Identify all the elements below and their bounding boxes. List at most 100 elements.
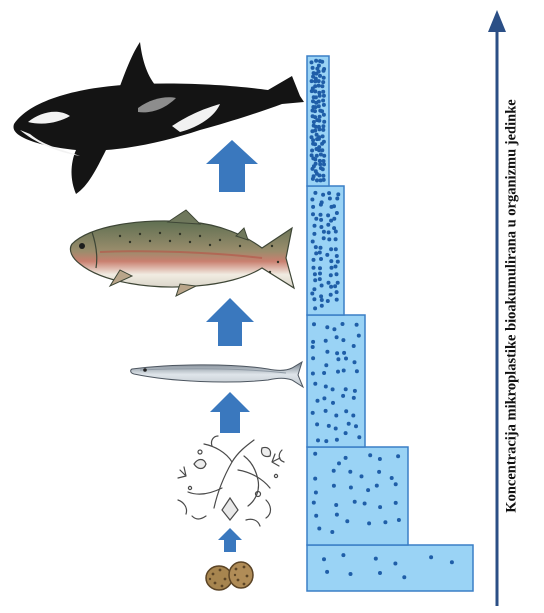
microplastic-particle: [320, 109, 325, 114]
microplastic-particle: [331, 468, 336, 473]
microplastic-particle: [322, 162, 326, 167]
microplastic-particle: [337, 461, 341, 466]
microplastic-particle: [318, 266, 322, 271]
microplastic-particle: [329, 265, 334, 270]
microplastic-particle: [351, 413, 356, 418]
microplastic-particle: [321, 177, 326, 182]
microplastic-particle: [313, 84, 318, 89]
microplastic-particle: [322, 396, 327, 401]
microplastic-particle: [316, 63, 321, 68]
microplastic-particle: [321, 102, 326, 107]
microplastic-particle: [341, 368, 346, 373]
microplastic-particle: [318, 73, 322, 78]
microplastic-particle: [313, 105, 318, 110]
microplastic-particle: [329, 259, 334, 264]
microplastic-particle: [368, 453, 373, 458]
microplastic-particle: [351, 395, 356, 400]
microplastic-particle: [374, 483, 379, 488]
microplastic-particle: [317, 114, 322, 119]
microplastic-particle: [332, 216, 337, 221]
microplastic-particle: [311, 204, 316, 209]
microplastic-particle: [311, 120, 316, 124]
microplastic-particle: [321, 173, 326, 178]
microplastic-particle: [318, 162, 323, 167]
microplastic-particle: [344, 409, 349, 414]
microplastic-particle: [315, 422, 320, 427]
microplastic-particle: [324, 363, 329, 368]
microplastic-particle: [321, 80, 326, 85]
microplastic-particle: [320, 141, 325, 146]
microplastic-particle: [352, 388, 357, 393]
microplastic-particle: [311, 138, 316, 143]
microplastic-particle: [312, 223, 317, 228]
microplastic-particle: [366, 488, 371, 493]
microplastic-particle: [313, 381, 318, 386]
microplastic-particle: [315, 398, 320, 403]
microplastic-particle: [318, 202, 323, 207]
microplastic-particle: [331, 400, 335, 405]
microplastic-particle: [311, 500, 316, 505]
microplastic-particle: [311, 257, 316, 262]
microplastic-particle: [329, 247, 334, 252]
microplastic-particle: [321, 112, 326, 117]
microplastic-particle: [330, 387, 335, 392]
microplastic-particle: [313, 142, 318, 147]
microplastic-particle: [343, 387, 348, 392]
microplastic-particle: [328, 273, 333, 278]
small-fish-illustration: [130, 360, 305, 389]
microplastic-particle: [334, 413, 339, 418]
microplastic-particle: [378, 505, 383, 510]
microplastic-particle: [318, 152, 323, 157]
microplastic-particle: [333, 247, 338, 252]
microplastic-particle: [328, 292, 333, 297]
microplastic-particle: [316, 79, 321, 84]
microplastic-particle: [321, 229, 326, 234]
microplastic-particle: [354, 322, 359, 327]
microplastic-particle: [377, 457, 382, 461]
microplastic-particle: [316, 99, 321, 104]
microplastic-particle: [313, 128, 318, 133]
microplastic-particle: [332, 204, 336, 209]
microplastic-particle: [340, 322, 345, 326]
zooplankton-illustration: [177, 435, 285, 527]
microplastic-particle: [313, 278, 318, 283]
microplastic-particle: [321, 159, 326, 163]
microplastic-particle: [310, 65, 315, 70]
microplastic-particle: [319, 225, 324, 229]
microplastic-particle: [334, 254, 339, 258]
microplastic-particle: [335, 196, 340, 201]
microplastic-particle: [322, 119, 327, 124]
microplastic-particle: [348, 485, 353, 490]
microplastic-particle: [325, 349, 330, 354]
microplastic-particle: [334, 297, 339, 302]
microplastic-particle: [348, 469, 353, 474]
microplastic-particle: [316, 69, 321, 74]
microplastic-particle: [351, 344, 356, 348]
microplastic-particle: [352, 499, 357, 504]
microplastic-particle: [321, 68, 326, 73]
microplastic-particle: [333, 229, 338, 234]
microplastic-particle: [343, 455, 348, 460]
microplastic-particle: [396, 454, 401, 459]
microplastic-particle: [326, 230, 331, 235]
microplastic-particle: [318, 245, 323, 250]
microplastic-particle: [317, 118, 322, 123]
microplastic-particle: [315, 178, 319, 183]
microplastic-particle: [314, 251, 319, 256]
concentration-bars: [306, 55, 474, 592]
microplastic-particle: [325, 325, 330, 330]
microplastic-particle: [393, 500, 398, 505]
microplastic-particle: [313, 89, 318, 94]
microplastic-particle: [354, 369, 359, 374]
microplastic-particle: [319, 298, 324, 302]
plankton-cells-illustration: [205, 561, 254, 591]
microplastic-particle: [311, 265, 316, 270]
microplastic-particle: [321, 124, 326, 129]
microplastic-particle: [309, 79, 314, 84]
microplastic-particle: [310, 239, 315, 244]
microplastic-particle: [321, 89, 326, 94]
microplastic-particle: [312, 322, 316, 327]
microplastic-particle: [341, 553, 346, 558]
microplastic-particle: [312, 231, 317, 236]
